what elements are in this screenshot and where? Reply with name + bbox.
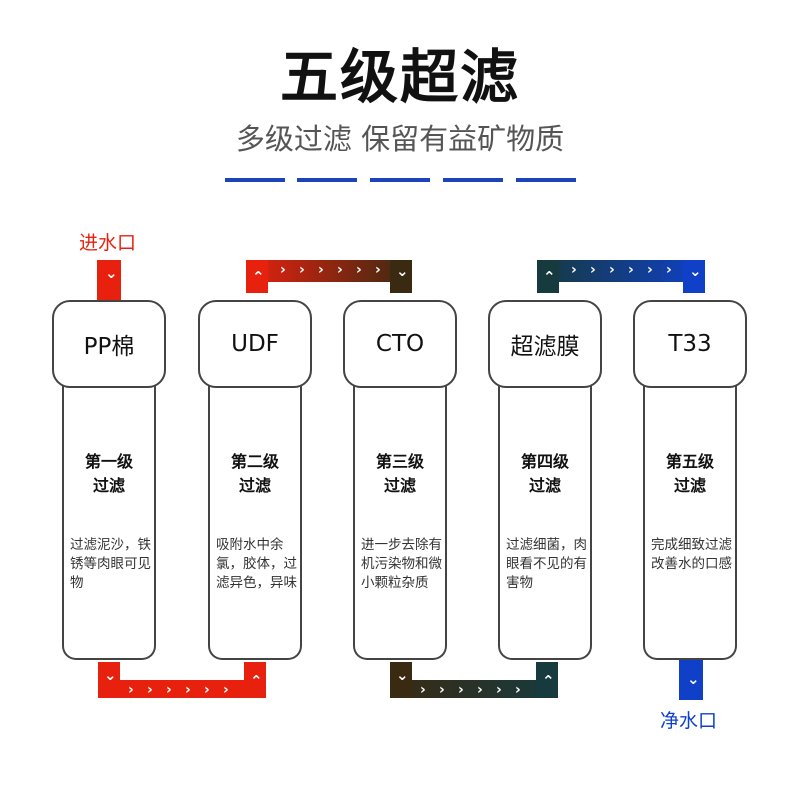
stage-label: 第一级过滤 <box>64 450 154 498</box>
pipe-segment <box>246 260 412 282</box>
filter-body: 第五级过滤完成细致过滤改善水的口感 <box>643 386 737 660</box>
filter-description: 完成细致过滤改善水的口感 <box>651 537 732 572</box>
filter-cap: CTO <box>343 300 457 388</box>
chevron-up-icon: ⌃ <box>252 268 265 286</box>
filter-body: 第三级过滤进一步去除有机污染物和微小颗粒杂质 <box>353 386 447 660</box>
filter-description: 过滤泥沙，铁锈等肉眼可见物 <box>70 537 151 591</box>
stage-label: 第二级过滤 <box>210 450 300 498</box>
chevron-down-icon: ⌄ <box>687 670 700 688</box>
chevron-down-icon: ⌄ <box>689 262 702 280</box>
pipe-segment <box>537 260 559 293</box>
stage-label: 第五级过滤 <box>645 450 735 498</box>
pipe-segment <box>683 260 705 293</box>
pipe-segment <box>536 662 558 698</box>
divider <box>443 178 503 182</box>
chevron-down-icon: ⌄ <box>396 262 409 280</box>
chevron-right-icon: › <box>299 262 305 278</box>
stage-suffix: 过滤 <box>528 476 561 495</box>
stage-suffix: 过滤 <box>238 476 271 495</box>
stage-number: 第一级 <box>84 452 133 471</box>
filter-name: PP棉 <box>83 334 135 360</box>
filter-name: 超滤膜 <box>510 334 580 360</box>
filter-cap: T33 <box>633 300 747 388</box>
filter-description: 过滤细菌，肉眼看不见的有害物 <box>506 537 587 591</box>
chevron-right-icon: › <box>590 262 596 278</box>
pipe-segment <box>98 662 120 698</box>
chevron-right-icon: › <box>356 262 362 278</box>
chevron-up-icon: ⌃ <box>542 672 555 690</box>
chevron-right-icon: › <box>204 682 210 698</box>
chevron-right-icon: › <box>147 682 153 698</box>
stage-number: 第四级 <box>520 452 569 471</box>
inlet-label: 进水口 <box>79 232 137 254</box>
pipe-segment <box>98 680 266 698</box>
chevron-right-icon: › <box>375 262 381 278</box>
chevron-right-icon: › <box>571 262 577 278</box>
pipe-segment <box>246 260 268 293</box>
stage-number: 第二级 <box>230 452 279 471</box>
chevron-right-icon: › <box>515 682 521 698</box>
chevron-down-icon: ⌄ <box>104 666 117 684</box>
chevron-right-icon: › <box>128 682 134 698</box>
divider <box>297 178 357 182</box>
filter-cap: PP棉 <box>52 300 166 388</box>
chevron-right-icon: › <box>280 262 286 278</box>
filter-description: 进一步去除有机污染物和微小颗粒杂质 <box>361 537 442 591</box>
chevron-right-icon: › <box>609 262 615 278</box>
stage-number: 第五级 <box>665 452 714 471</box>
pipe-segment <box>97 260 121 300</box>
divider <box>516 178 576 182</box>
chevron-right-icon: › <box>185 682 191 698</box>
chevron-right-icon: › <box>439 682 445 698</box>
chevron-right-icon: › <box>337 262 343 278</box>
chevron-right-icon: › <box>628 262 634 278</box>
chevron-up-icon: ⌃ <box>250 672 263 690</box>
stage-label: 第三级过滤 <box>355 450 445 498</box>
chevron-right-icon: › <box>166 682 172 698</box>
page-title: 五级超滤 <box>279 43 520 111</box>
filter-cap: 超滤膜 <box>488 300 602 388</box>
filter-name: UDF <box>231 331 279 357</box>
chevron-right-icon: › <box>318 262 324 278</box>
stage-label: 第四级过滤 <box>500 450 590 498</box>
pipe-segment <box>390 662 412 698</box>
filter-name: CTO <box>375 331 425 357</box>
pipe-segment <box>390 260 412 293</box>
pipe-segment <box>390 680 558 698</box>
chevron-right-icon: › <box>477 682 483 698</box>
chevron-right-icon: › <box>223 682 229 698</box>
filter-cap: UDF <box>198 300 312 388</box>
filter-description: 吸附水中余氯，胶体，过滤异色，异味 <box>216 537 297 591</box>
divider <box>370 178 430 182</box>
stage-suffix: 过滤 <box>92 476 125 495</box>
filter-body: 第一级过滤过滤泥沙，铁锈等肉眼可见物 <box>62 386 156 660</box>
filter-body: 第四级过滤过滤细菌，肉眼看不见的有害物 <box>498 386 592 660</box>
chevron-right-icon: › <box>666 262 672 278</box>
chevron-right-icon: › <box>496 682 502 698</box>
stage-suffix: 过滤 <box>673 476 706 495</box>
divider <box>225 178 285 182</box>
pipe-segment <box>537 260 705 282</box>
pipe-segment <box>244 662 266 698</box>
chevron-right-icon: › <box>458 682 464 698</box>
chevron-right-icon: › <box>420 682 426 698</box>
filter-body: 第二级过滤吸附水中余氯，胶体，过滤异色，异味 <box>208 386 302 660</box>
subtitle: 多级过滤 保留有益矿物质 <box>235 122 565 156</box>
filter-name: T33 <box>668 331 712 357</box>
chevron-up-icon: ⌃ <box>543 268 556 286</box>
stage-number: 第三级 <box>375 452 424 471</box>
outlet-label: 净水口 <box>660 710 718 732</box>
chevron-down-icon: ⌄ <box>105 264 118 282</box>
pipe-segment <box>679 660 703 700</box>
chevron-right-icon: › <box>647 262 653 278</box>
chevron-down-icon: ⌄ <box>396 666 409 684</box>
stage-suffix: 过滤 <box>383 476 416 495</box>
